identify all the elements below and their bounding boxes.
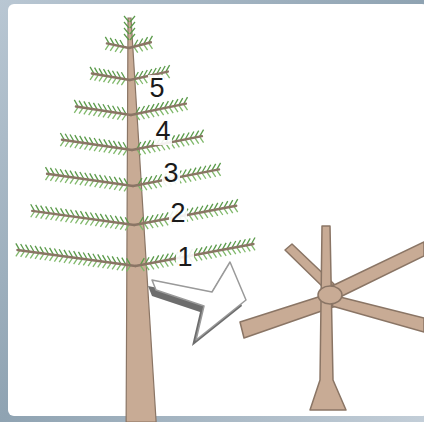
pointer-arrow: [152, 262, 246, 340]
needle: [130, 22, 135, 28]
branch: [32, 211, 134, 225]
branch: [62, 140, 132, 150]
branch: [107, 43, 129, 48]
whorl-closeup: [240, 226, 424, 410]
branch: [47, 174, 133, 186]
branch: [135, 244, 253, 266]
needle: [130, 16, 135, 22]
branch: [92, 73, 130, 80]
needle: [124, 16, 129, 22]
branch: [131, 104, 186, 115]
needle: [124, 28, 129, 34]
callout-number: 1: [176, 244, 193, 271]
needle: [130, 28, 135, 34]
callout-number: 4: [154, 118, 171, 145]
branch: [129, 42, 151, 48]
needle: [124, 34, 129, 40]
needle: [124, 22, 129, 28]
tree-drawing: [16, 16, 255, 422]
branch: [17, 250, 135, 266]
white-panel: [8, 4, 424, 416]
callout-number: 3: [162, 160, 179, 187]
needle: [130, 34, 135, 40]
callout-number: 5: [148, 75, 165, 102]
callout-number: 2: [169, 200, 186, 227]
branch: [76, 106, 131, 115]
